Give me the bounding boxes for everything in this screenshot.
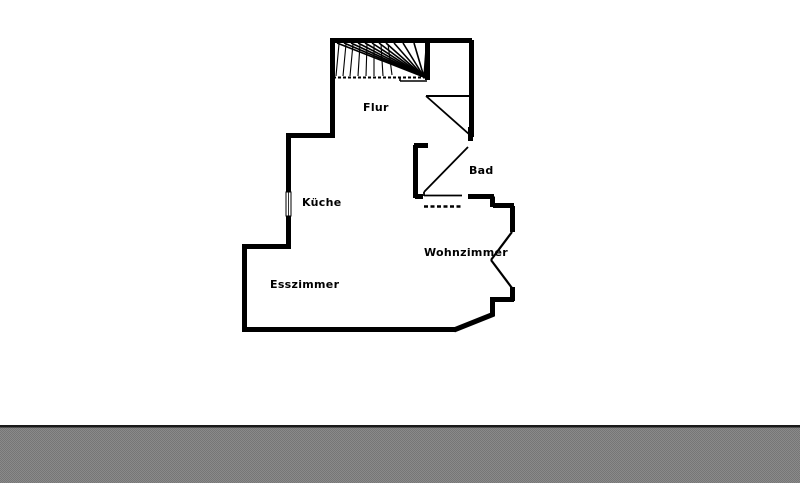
stair-nosings [335,43,393,77]
room-label-esszimmer: Esszimmer [270,278,340,291]
stair-tread [402,42,425,78]
room-label-wohnzimmer: Wohnzimmer [424,246,508,259]
stair-tread [393,42,425,78]
stair-nosing [342,43,347,77]
bay-zig-lower [490,259,513,289]
room-label-bad: Bad [469,164,494,177]
bay-window-zigzag [490,231,513,289]
doors [423,95,473,197]
staircase [333,40,430,82]
stair-tread [413,42,425,78]
room-label-flur: Flur [363,101,389,114]
hall-to-bath-door-leaf [425,95,471,136]
ground-band-fill [0,427,800,483]
windows [285,191,462,217]
stair-nosing [349,43,354,77]
stair-nosing [357,43,361,77]
ground-hatch-band [0,425,800,483]
stair-nosing [387,43,393,76]
stair-tread [423,69,427,78]
stair-nosing [380,43,384,77]
room-label-kueche: Küche [302,196,342,209]
wall-bottom-diagonal [453,311,495,333]
stair-treads [336,42,427,78]
bath-to-living-door-leaf [423,146,469,193]
stair-tread [385,42,425,78]
bay-zig-upper [490,231,513,261]
exterior-walls [242,38,515,333]
stair-nosing [335,43,340,77]
stair-nosing [365,43,368,77]
ground-band-edge [0,425,800,428]
